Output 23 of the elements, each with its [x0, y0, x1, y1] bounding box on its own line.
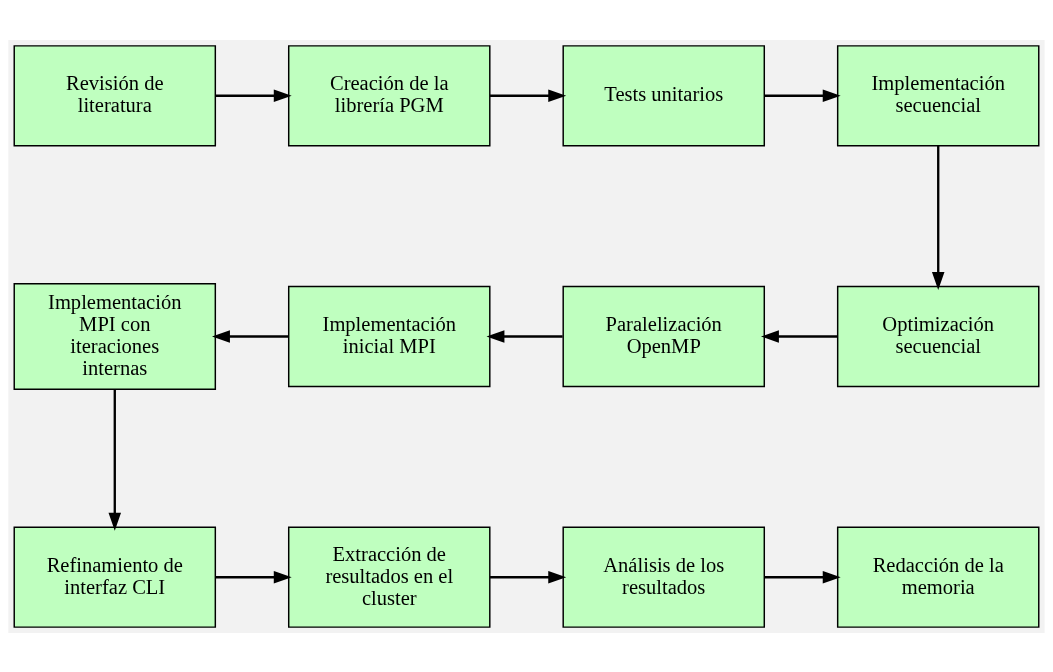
arrow	[764, 89, 841, 102]
arrow	[931, 145, 945, 290]
node-box: Implementación secuencial	[836, 44, 1040, 146]
node-box: Implementación MPI con iteraciones internas	[13, 282, 217, 390]
arrow	[486, 329, 563, 343]
node-box: Implementación inicial MPI	[287, 285, 491, 387]
node-box: Refinamiento de interfaz CLI	[13, 526, 217, 628]
arrow	[108, 389, 122, 531]
node-box: Redacción de la memoria	[836, 526, 1040, 628]
arrow	[215, 570, 292, 583]
node-box: Creación de la librería PGM	[287, 44, 491, 146]
node-box: Análisis de los resultados	[562, 526, 766, 628]
arrow	[212, 329, 289, 343]
node-box: Paralelización OpenMP	[562, 285, 766, 387]
node-box: Extracción de resultados en el cluster	[287, 526, 491, 628]
arrow	[215, 89, 292, 102]
arrow	[490, 89, 567, 102]
node-box: Tests unitarios	[562, 44, 766, 146]
arrow	[490, 570, 567, 583]
node-box: Optimización secuencial	[836, 285, 1040, 387]
arrow	[764, 570, 841, 583]
node-box: Revisión de literatura	[13, 44, 217, 146]
arrow	[760, 329, 838, 343]
